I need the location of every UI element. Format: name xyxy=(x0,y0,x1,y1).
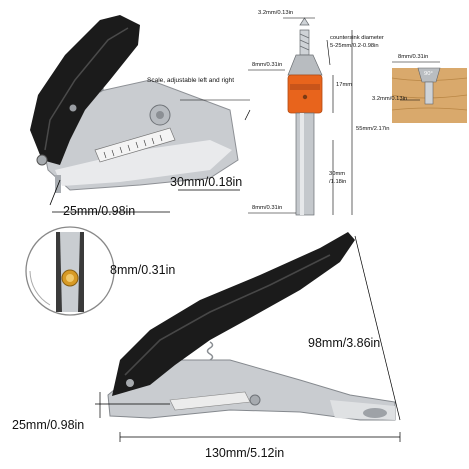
hole-closeup-inset xyxy=(25,226,115,316)
tip-diameter-label: 3.2mm/0.13in xyxy=(258,10,294,16)
bottom-depth-label: 25mm/0.98in xyxy=(12,418,85,432)
shank-length-in-label: /1.18in xyxy=(329,179,347,185)
hole-size-label: 8mm/0.31in xyxy=(110,263,176,277)
shank-diameter-label: 8mm/0.31in xyxy=(252,205,283,211)
shank-length-label: 30mm xyxy=(329,171,346,177)
black-handle xyxy=(30,15,140,165)
ruler-scale xyxy=(94,127,176,163)
orange-collar xyxy=(287,74,323,114)
overall-length-label: 55mm/2.17in xyxy=(356,126,390,132)
collar-height-label: 17mm xyxy=(336,82,353,88)
length-label: 130mm/5.12in xyxy=(205,446,285,460)
punch-full-illustration xyxy=(95,232,401,442)
top-width-label: 25mm/0.98in xyxy=(63,204,136,218)
height-label: 98mm/3.86in xyxy=(308,336,381,350)
wood-section-diagram xyxy=(391,61,468,123)
wood-tip-label: 3.2mm/0.13in xyxy=(372,96,408,102)
angle-label: 90° xyxy=(424,71,433,77)
top-depth-label: 30mm/0.18in xyxy=(170,175,243,189)
wood-hole-label: 8mm/0.31in xyxy=(398,54,429,60)
countersink-title-label: countersink diameter xyxy=(330,35,384,41)
scale-note-label: Scale, adjustable left and right xyxy=(147,77,235,84)
drill-bit-diagram xyxy=(248,17,353,216)
collar-diameter-label: 8mm/0.31in xyxy=(252,62,283,68)
countersink-range-label: 5-25mm/0.2-0.98in xyxy=(330,43,379,49)
